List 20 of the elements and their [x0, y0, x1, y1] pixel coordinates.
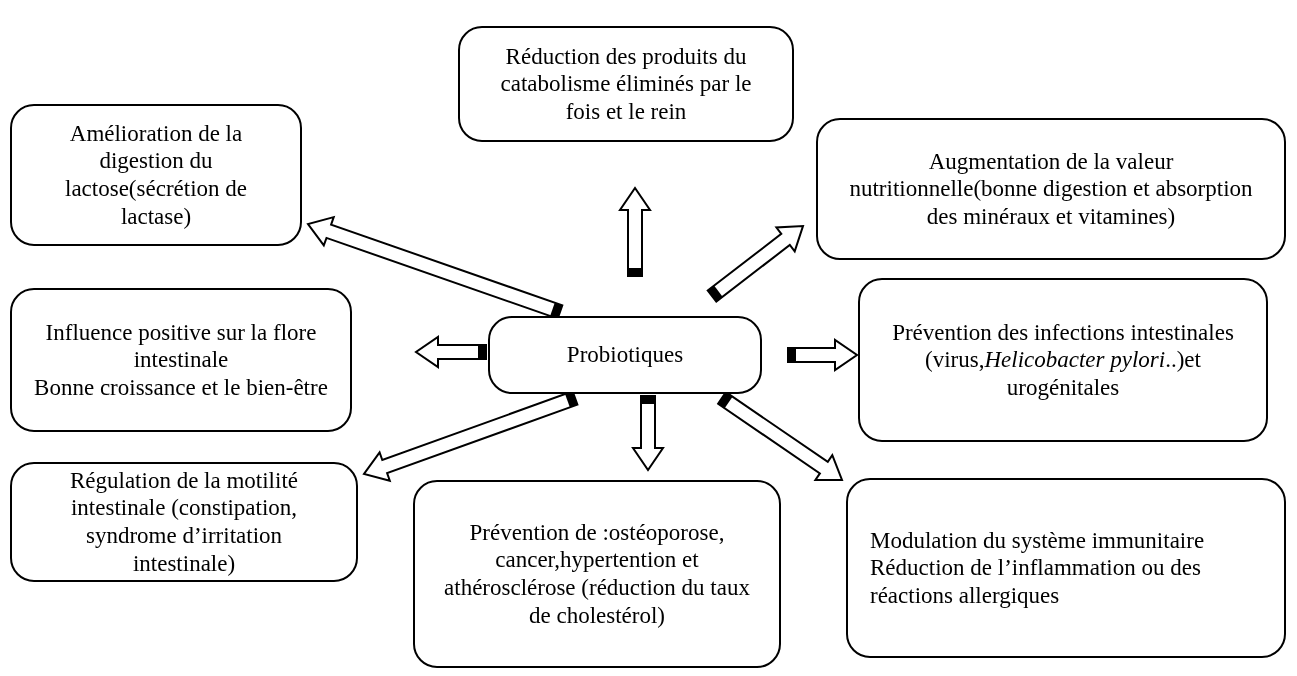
box-text: Réduction des produits du catabolisme éliminés par le fois et le rein: [499, 42, 753, 126]
effect-box: [846, 478, 1286, 658]
box-text: Régulation de la motilité intestinale (constipation, syndrome d’irritation intestinale): [68, 466, 299, 578]
box-text: Influence positive sur la flore intestinale: [44, 318, 318, 374]
box-text: Amélioration de la digestion du lactose(sécrétion de lactase): [64, 119, 248, 231]
effect-box: [10, 104, 302, 246]
box-text: Prévention de :ostéoporose, cancer,hypertention et athérosclérose (réduction du taux de cholestérol): [443, 518, 751, 630]
box-text: Réduction de l’inflammation ou des réactions allergiques: [870, 554, 1202, 610]
box-text: Augmentation de la valeur nutritionnelle(bonne digestion et absorption des minéraux et vitamines): [848, 147, 1254, 231]
box-text: Prévention des infections intestinales (virus,Helicobacter pylori..)et urogénitales: [891, 318, 1235, 402]
box-text: Bonne croissance et le bien-être: [34, 373, 328, 402]
effect-box: [10, 288, 352, 432]
effect-box: [858, 278, 1268, 442]
effect-box: [413, 480, 781, 668]
effect-box: [458, 26, 794, 142]
effect-box: [816, 118, 1286, 260]
central-box: [488, 316, 762, 394]
effect-box: [10, 462, 358, 582]
box-text: Probiotiques: [566, 341, 684, 369]
box-text: Modulation du système immunitaire: [870, 526, 1205, 555]
